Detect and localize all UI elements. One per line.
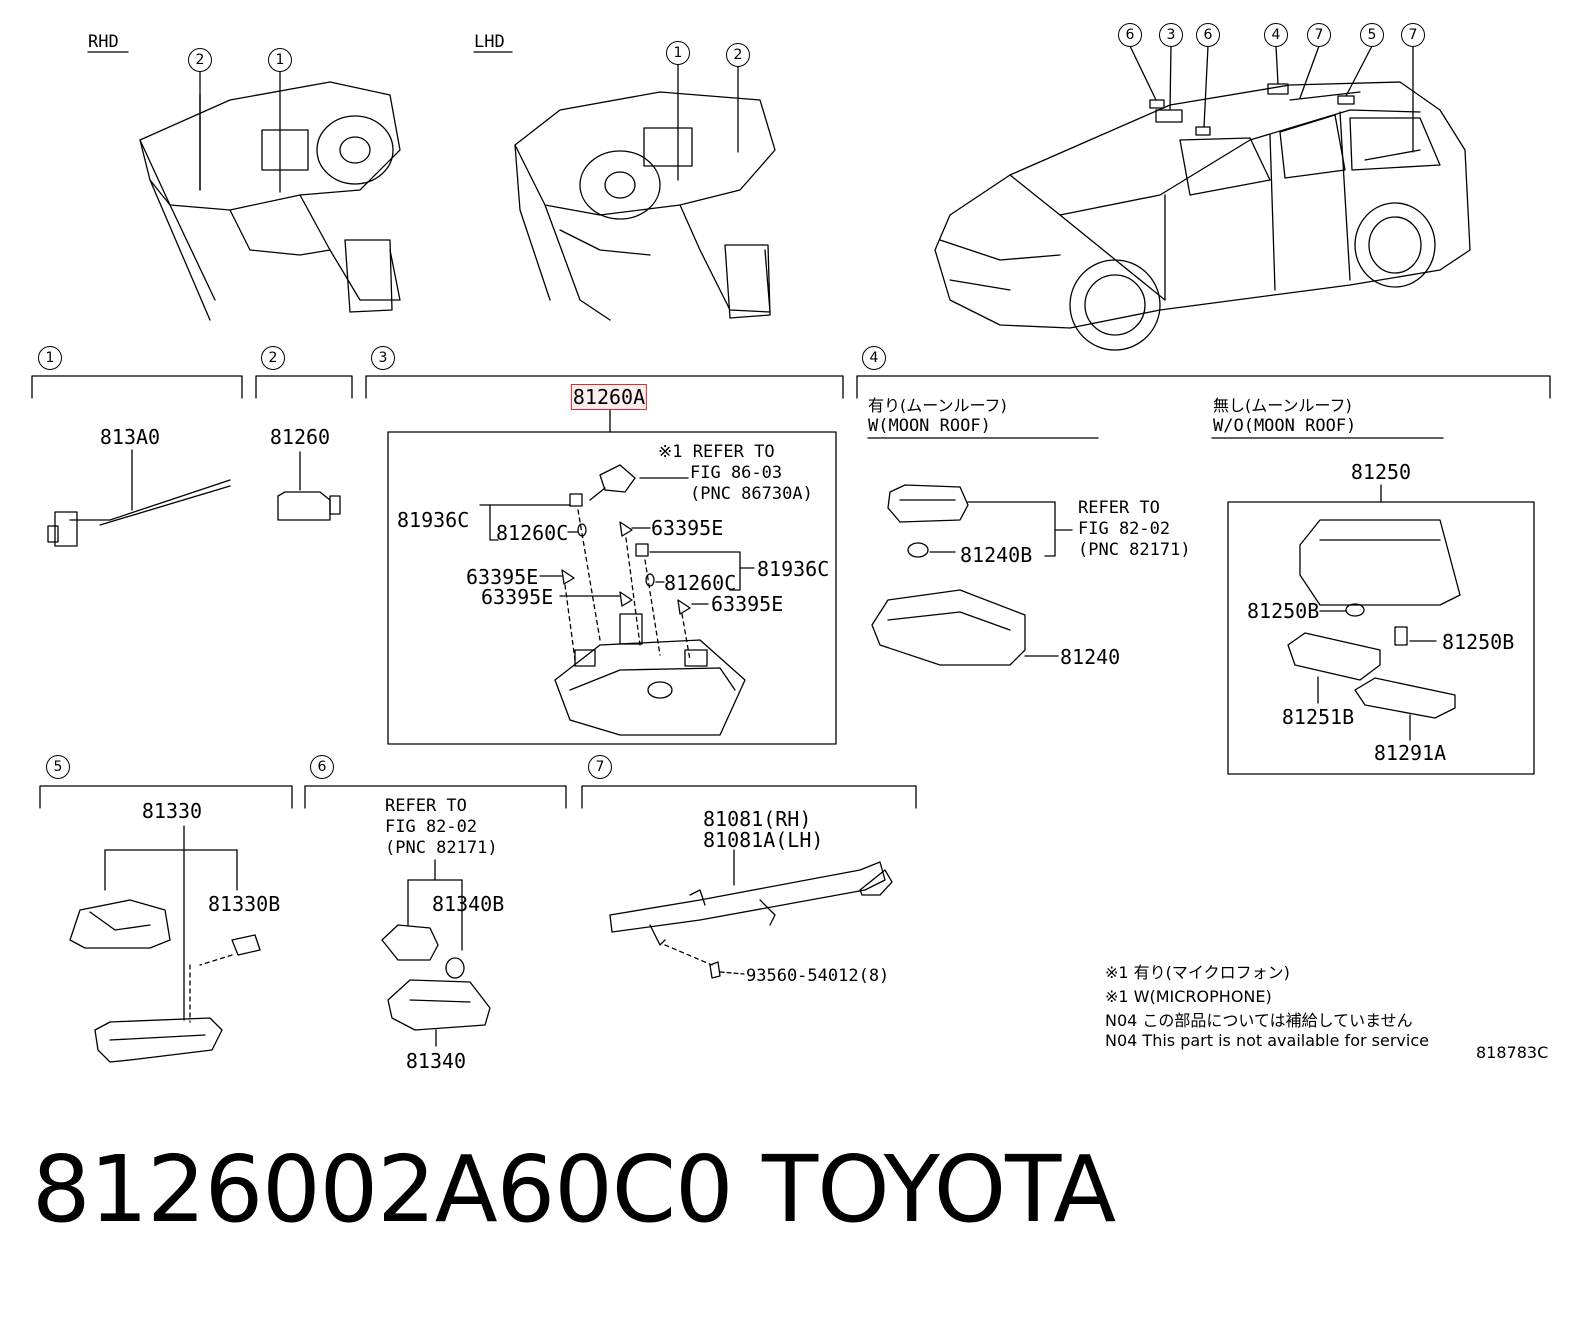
refer-4-line-3: (PNC 82171) [1078,540,1191,560]
car-exterior-drawing [934,81,1471,351]
rhd-interior-drawing [139,81,401,321]
part-number-caption: 8126002A60C0 [32,1136,734,1243]
note-3: N04 この部品については補給していません [1105,1011,1413,1030]
car-callout-7b[interactable]: 7 [1401,23,1425,47]
refer-4-line-2: FIG 82-02 [1078,519,1171,539]
note-4: N04 This part is not available for servi… [1105,1031,1429,1050]
rhd-callout-1[interactable]: 1 [268,48,292,72]
car-callout-7a[interactable]: 7 [1307,23,1331,47]
section-6-number: 6 [310,755,334,779]
part-81250[interactable]: 81250 [1350,460,1412,484]
car-callout-6b[interactable]: 6 [1196,23,1220,47]
refer-6-line-1: REFER TO [385,796,467,816]
refer-line-2: FIG 86-03 [690,463,783,483]
part-63395E-top[interactable]: 63395E [651,516,724,540]
lhd-interior-drawing [514,91,776,321]
section-2-number: 2 [261,346,285,370]
part-81081A-lh[interactable]: 81081A(LH) [703,828,824,852]
car-callout-6a[interactable]: 6 [1118,23,1142,47]
part-81250B-left[interactable]: 81250B [1247,599,1320,623]
part-81251B[interactable]: 81251B [1281,705,1355,729]
lhd-callout-2[interactable]: 2 [726,43,750,67]
part-81936C-right[interactable]: 81936C [757,557,830,581]
with-moonroof-jp: 有り(ムーンルーフ) [868,396,1007,415]
section-1-number: 1 [38,346,62,370]
note-1: ※1 有り(マイクロフォン) [1105,963,1290,982]
part-813A0[interactable]: 813A0 [99,425,161,449]
brand-caption: TOYOTA [762,1136,1116,1243]
lhd-callout-1[interactable]: 1 [666,41,690,65]
part-81936C-left[interactable]: 81936C [397,508,470,532]
part-81340[interactable]: 81340 [405,1049,467,1073]
refer-6-line-2: FIG 82-02 [385,817,478,837]
part-81260A-highlighted[interactable]: 81260A [570,384,648,410]
part-81250B-right[interactable]: 81250B [1442,630,1515,654]
part-81240[interactable]: 81240 [1060,645,1121,669]
part-81260C-right[interactable]: 81260C [664,571,737,595]
refer-4-line-1: REFER TO [1078,498,1160,518]
without-moonroof-en: W/O(MOON ROOF) [1213,416,1357,436]
car-callout-3[interactable]: 3 [1159,23,1183,47]
with-moonroof-en: W(MOON ROOF) [868,416,991,436]
highlight-box: 81260A [570,384,648,410]
part-63395E-right[interactable]: 63395E [711,592,784,616]
part-81291A[interactable]: 81291A [1373,741,1447,765]
part-81330B[interactable]: 81330B [208,892,281,916]
part-63395E-lower[interactable]: 63395E [481,585,554,609]
rhd-label: RHD [88,32,119,52]
without-moonroof-jp: 無し(ムーンルーフ) [1213,396,1352,415]
part-81260C-left[interactable]: 81260C [496,521,569,545]
section-3-number: 3 [371,346,395,370]
part-81330[interactable]: 81330 [141,799,203,823]
section-7-number: 7 [588,755,612,779]
section-5-number: 5 [46,755,70,779]
refer-line-1: ※1 REFER TO [658,442,775,462]
refer-line-3: (PNC 86730A) [690,484,813,504]
part-81240B[interactable]: 81240B [960,543,1033,567]
car-callout-4[interactable]: 4 [1264,23,1288,47]
figure-code: 818783C [1476,1043,1549,1062]
part-81081-rh[interactable]: 81081(RH) [703,807,812,831]
section-4-number: 4 [862,346,886,370]
part-93560-54012[interactable]: 93560-54012(8) [746,966,890,986]
part-63395E-left[interactable]: 63395E [466,565,539,589]
part-81260[interactable]: 81260 [269,425,331,449]
rhd-callout-2[interactable]: 2 [188,48,212,72]
refer-6-line-3: (PNC 82171) [385,838,498,858]
lhd-label: LHD [474,32,505,52]
car-callout-5[interactable]: 5 [1360,23,1384,47]
note-2: ※1 W(MICROPHONE) [1105,987,1272,1006]
part-81340B[interactable]: 81340B [432,892,505,916]
